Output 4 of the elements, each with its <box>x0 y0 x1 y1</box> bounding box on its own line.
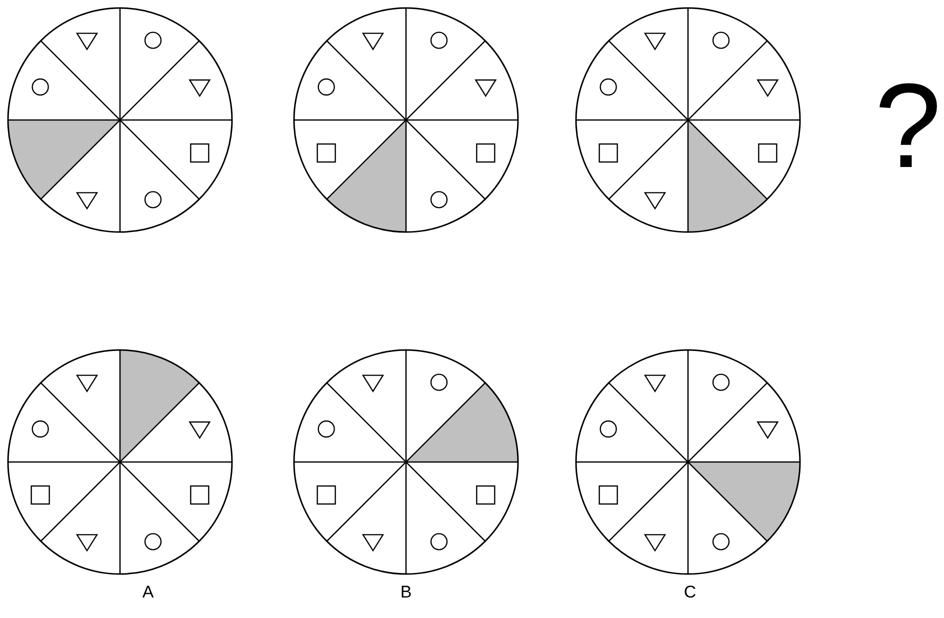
question-mark: ? <box>874 66 942 186</box>
option-letter: A <box>142 584 154 600</box>
option-letter: B <box>400 584 412 600</box>
option-letter: C <box>684 584 696 600</box>
